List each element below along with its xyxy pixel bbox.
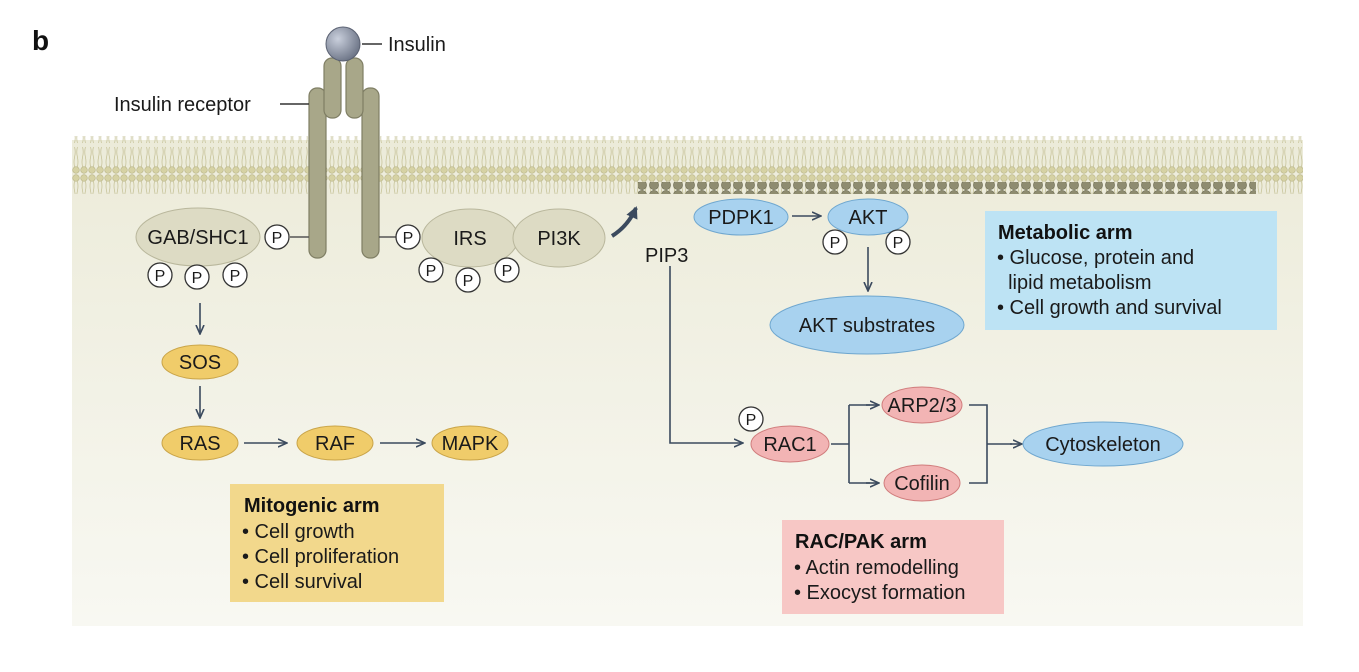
mitogenic-arm-box: Mitogenic arm • Cell growth • Cell proli… — [230, 484, 444, 602]
svg-text:P: P — [746, 412, 757, 429]
pip3-label: PIP3 — [645, 245, 688, 267]
svg-text:P: P — [230, 268, 241, 285]
svg-text:P: P — [830, 235, 841, 252]
akt-label: AKT — [849, 207, 888, 229]
metabolic-item: lipid metabolism — [997, 272, 1152, 294]
sos-node — [161, 344, 239, 380]
panel-label: b — [32, 25, 49, 56]
raf-label: RAF — [315, 433, 355, 455]
pdpk1-node — [693, 198, 789, 236]
svg-text:P: P — [502, 263, 513, 280]
mitogenic-title: Mitogenic arm — [244, 495, 380, 517]
arp23-label: ARP2/3 — [888, 395, 957, 417]
sos-label: SOS — [179, 352, 221, 374]
pi3k-label: PI3K — [537, 228, 581, 250]
cytoskeleton-node — [1022, 421, 1184, 467]
insulin-receptor-label: Insulin receptor — [114, 94, 251, 116]
mitogenic-item: • Cell growth — [242, 521, 355, 543]
svg-text:P: P — [155, 268, 166, 285]
metabolic-item: • Glucose, protein and — [997, 247, 1194, 269]
ras-label: RAS — [179, 433, 220, 455]
irs-label: IRS — [453, 228, 486, 250]
insulin-ligand — [325, 26, 361, 62]
insulin-label: Insulin — [388, 34, 446, 56]
racpak-item: • Exocyst formation — [794, 582, 966, 604]
cofilin-label: Cofilin — [894, 473, 950, 495]
metabolic-arm-box: Metabolic arm • Glucose, protein and lip… — [985, 211, 1277, 330]
phospho-rac1: P — [738, 406, 764, 432]
svg-text:P: P — [893, 235, 904, 252]
svg-text:P: P — [272, 230, 283, 247]
gab-shc1-label: GAB/SHC1 — [147, 227, 248, 249]
mapk-node — [431, 425, 509, 461]
arp23-node — [881, 386, 963, 424]
metabolic-title: Metabolic arm — [998, 222, 1132, 244]
cytoskeleton-label: Cytoskeleton — [1045, 434, 1161, 456]
akt-substrates-label: AKT substrates — [799, 315, 935, 337]
akt-substrates-node — [769, 295, 965, 355]
svg-text:P: P — [403, 230, 414, 247]
pi3k-to-pip3-arrow — [610, 206, 638, 238]
raf-node — [296, 425, 374, 461]
pdpk1-label: PDPK1 — [708, 207, 774, 229]
rac1-label: RAC1 — [763, 434, 816, 456]
metabolic-item: • Cell growth and survival — [997, 297, 1222, 319]
pi3k-node — [512, 208, 606, 268]
racpak-title: RAC/PAK arm — [795, 531, 927, 553]
rac1-node — [750, 425, 830, 463]
phospho-akt: P P — [822, 229, 911, 255]
racpak-item: • Actin remodelling — [794, 557, 959, 579]
ras-node — [161, 425, 239, 461]
svg-text:P: P — [463, 273, 474, 290]
phospho-gab: P P P P — [147, 224, 290, 290]
rac-pak-arm-box: RAC/PAK arm • Actin remodelling • Exocys… — [782, 520, 1004, 614]
svg-text:P: P — [426, 263, 437, 280]
pip3-lipids — [638, 182, 1256, 194]
mitogenic-item: • Cell proliferation — [242, 546, 399, 568]
mapk-label: MAPK — [442, 433, 499, 455]
insulin-receptor — [308, 57, 380, 259]
cofilin-node — [883, 464, 961, 502]
phospho-irs: P P P P — [395, 224, 520, 293]
pip3-to-rac1-arrow — [669, 266, 742, 443]
akt-node — [827, 198, 909, 236]
mitogenic-item: • Cell survival — [242, 571, 362, 593]
svg-text:P: P — [192, 270, 203, 287]
